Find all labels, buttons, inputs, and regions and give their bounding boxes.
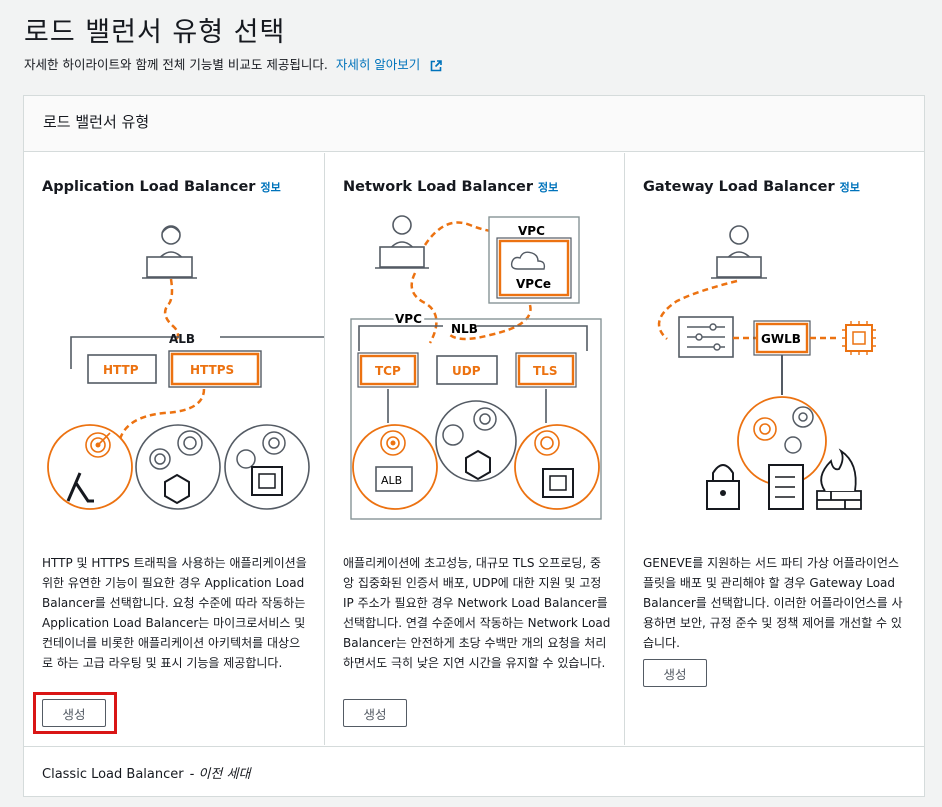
- alb-target-icon: ALB: [352, 424, 438, 510]
- firewall-icon: [816, 448, 862, 510]
- alb-label: ALB: [169, 332, 195, 346]
- create-alb-button[interactable]: 생성: [42, 699, 106, 727]
- gwlb-box: [755, 322, 809, 354]
- nlb-label: NLB: [451, 322, 478, 336]
- vpc-top-label: VPC: [518, 224, 545, 238]
- classic-load-balancer-toggle[interactable]: Classic Load Balancer - 이전 세대: [42, 763, 250, 782]
- card-title: Application Load Balancer 정보: [42, 179, 281, 195]
- vpc-box: [350, 318, 602, 520]
- tls-box: [517, 354, 575, 386]
- create-gwlb-button[interactable]: 생성: [643, 659, 707, 687]
- gwlb-diagram: GWLB: [657, 225, 876, 510]
- target-group-icon: [737, 396, 827, 486]
- classic-state: - 이전 세대: [189, 767, 251, 782]
- info-link[interactable]: 정보: [260, 181, 281, 194]
- info-link[interactable]: 정보: [538, 181, 559, 194]
- alb-bracket: [70, 336, 324, 369]
- http-box: [87, 354, 157, 384]
- lambda-target-icon: [47, 424, 133, 510]
- vpc-label: VPC: [395, 312, 422, 326]
- user-icon: [142, 225, 197, 279]
- vpce-label: VPCe: [516, 277, 551, 291]
- info-link[interactable]: 정보: [839, 181, 860, 194]
- lock-icon: [706, 464, 740, 510]
- page-subtitle: 자세한 하이라이트와 함께 전체 기능별 비교도 제공됩니다. 자세히 알아보기: [24, 54, 443, 73]
- container-target-icon: [435, 400, 517, 482]
- highlight-annotation: [33, 692, 117, 734]
- tls-label: TLS: [533, 364, 557, 378]
- nlb-diagram: VPC VPCe VPC NLB TCP UDP TLS: [350, 215, 602, 520]
- tcp-label: TCP: [375, 364, 401, 378]
- page-title: 로드 밸런서 유형 선택: [24, 17, 286, 48]
- card-gateway-load-balancer: Gateway Load Balancer 정보: [624, 153, 924, 745]
- https-box: [170, 352, 260, 386]
- https-label: HTTPS: [190, 363, 234, 377]
- load-balancer-type-panel: 로드 밸런서 유형 Application Load Balancer 정보 AL…: [23, 95, 925, 797]
- card-description: GENEVE를 지원하는 서드 파티 가상 어플라이언스 플릿을 배포 및 관리…: [643, 556, 903, 650]
- udp-label: UDP: [452, 364, 481, 378]
- user-icon: [711, 225, 767, 279]
- udp-box: [436, 355, 498, 385]
- card-row: Application Load Balancer 정보 ALB HTTP HTT…: [24, 153, 924, 745]
- card-title: Network Load Balancer 정보: [343, 179, 558, 195]
- instance-target-icon: [514, 424, 600, 510]
- instance-target-icon: [224, 424, 310, 510]
- http-label: HTTP: [103, 363, 139, 377]
- vpce-box: [498, 239, 570, 297]
- card-title-text: Network Load Balancer: [343, 179, 534, 195]
- card-title-text: Gateway Load Balancer: [643, 179, 835, 195]
- alb-diagram: ALB HTTP HTTPS: [47, 225, 324, 510]
- tcp-box: [359, 354, 417, 386]
- create-nlb-button[interactable]: 생성: [343, 699, 407, 727]
- classic-label: Classic Load Balancer: [42, 767, 184, 782]
- card-description: HTTP 및 HTTPS 트래픽을 사용하는 애플리케이션을 위한 유연한 기능…: [42, 556, 307, 670]
- user-icon: [375, 215, 429, 269]
- card-description: 애플리케이션에 초고성능, 대규모 TLS 오프로딩, 중앙 집중화된 인증서 …: [343, 556, 611, 670]
- card-application-load-balancer: Application Load Balancer 정보 ALB HTTP HTT…: [24, 153, 324, 745]
- classic-load-balancer-section[interactable]: Classic Load Balancer - 이전 세대: [24, 746, 924, 807]
- learn-more-link[interactable]: 자세히 알아보기: [335, 57, 421, 72]
- card-network-load-balancer: Network Load Balancer 정보 VPC VPCe: [324, 153, 624, 745]
- nlb-bracket: [358, 325, 588, 351]
- gwlb-label: GWLB: [761, 332, 801, 346]
- subtitle-text: 자세한 하이라이트와 함께 전체 기능별 비교도 제공됩니다.: [24, 57, 328, 72]
- external-link-icon[interactable]: [430, 60, 443, 72]
- panel-header: 로드 밸런서 유형: [24, 96, 924, 152]
- container-target-icon: [135, 424, 221, 510]
- card-title: Gateway Load Balancer 정보: [643, 179, 860, 195]
- checklist-icon: [768, 464, 804, 510]
- card-title-text: Application Load Balancer: [42, 179, 256, 195]
- alb-target-label: ALB: [381, 474, 402, 487]
- chip-icon: [842, 321, 876, 355]
- appliance-settings-icon: [678, 316, 734, 358]
